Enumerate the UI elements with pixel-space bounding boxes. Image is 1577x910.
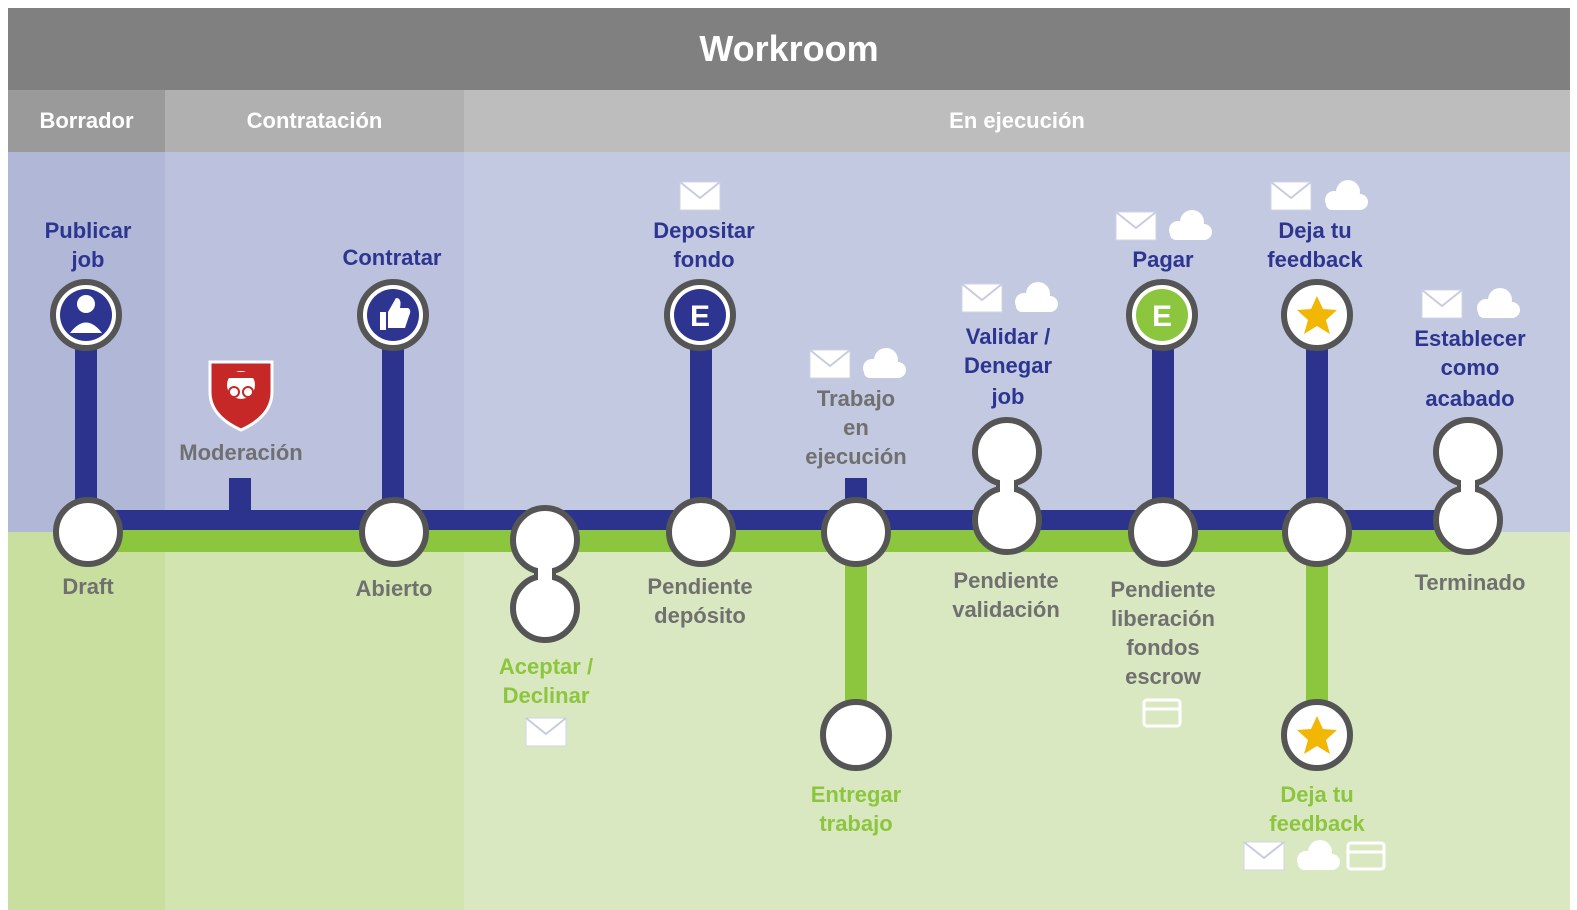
cloud-icon — [1169, 210, 1212, 240]
connector-moderacion — [229, 478, 251, 518]
band-bottom-borrador — [8, 532, 165, 910]
state-node-draft[interactable] — [53, 497, 123, 567]
state-node-abierto[interactable] — [359, 497, 429, 567]
label-moderacion: Moderación — [179, 440, 302, 465]
moderator-icon — [208, 360, 274, 432]
label-publicar-1: Publicar — [45, 218, 132, 243]
state-node-trabajo[interactable] — [821, 497, 891, 567]
label-establecer-2: como — [1441, 355, 1500, 380]
label-feedback-top-2: feedback — [1267, 247, 1363, 272]
phase-header-ejecucion: En ejecución — [464, 90, 1570, 152]
card-icon — [1346, 841, 1386, 871]
connector-feedback-bottom — [1306, 552, 1328, 722]
label-terminado: Terminado — [1415, 570, 1526, 595]
state-node-pendiente-deposito[interactable] — [666, 497, 736, 567]
label-feedback-top-1: Deja tu — [1278, 218, 1351, 243]
double-node-aceptar[interactable] — [510, 505, 580, 643]
user-icon[interactable] — [50, 279, 122, 351]
label-depositar-2: fondo — [673, 247, 734, 272]
label-pendiente-validacion-1: Pendiente — [953, 568, 1058, 593]
escrow-e-green-icon[interactable]: E — [1126, 279, 1198, 351]
label-entregar-2: trabajo — [819, 811, 892, 836]
label-pendiente-deposito-2: depósito — [654, 603, 746, 628]
label-publicar-2: job — [71, 247, 105, 272]
label-validar-2: Denegar — [964, 353, 1052, 378]
svg-text:E: E — [1152, 300, 1172, 333]
double-node-validar[interactable] — [972, 417, 1042, 555]
label-abierto: Abierto — [356, 576, 433, 601]
label-entregar-1: Entregar — [811, 782, 902, 807]
cloud-icon — [1297, 840, 1340, 870]
cloud-icon — [1477, 288, 1520, 318]
label-validar-1: Validar / — [966, 324, 1050, 349]
cloud-icon — [1015, 282, 1058, 312]
connector-pagar — [1152, 345, 1174, 515]
label-contratar: Contratar — [342, 245, 441, 270]
label-aceptar-2: Declinar — [503, 683, 590, 708]
phase-header-contratacion: Contratación — [165, 90, 464, 152]
label-feedback-bottom-1: Deja tu — [1280, 782, 1353, 807]
connector-contratar — [382, 345, 404, 515]
label-trabajo-2: en — [843, 415, 869, 440]
star-icon[interactable] — [820, 699, 892, 771]
label-pendiente-liberacion-3: fondos — [1126, 635, 1199, 660]
label-validar-3: job — [991, 384, 1025, 409]
star-icon[interactable] — [1281, 279, 1353, 351]
double-node-terminado[interactable] — [1433, 417, 1503, 555]
label-pendiente-liberacion-1: Pendiente — [1110, 577, 1215, 602]
connector-feedback-top — [1306, 345, 1328, 515]
connector-entregar — [845, 552, 867, 722]
label-pendiente-liberacion-4: escrow — [1125, 664, 1202, 689]
state-node-pendiente-liberacion[interactable] — [1128, 497, 1198, 567]
band-bottom-ejecucion — [464, 532, 1570, 910]
label-trabajo-1: Trabajo — [817, 386, 895, 411]
connector-depositar — [690, 345, 712, 515]
band-top-contratacion — [165, 152, 464, 532]
cloud-icon — [863, 348, 906, 378]
thumbs-up-icon[interactable] — [357, 279, 429, 351]
phase-header-borrador: Borrador — [8, 90, 165, 152]
label-pendiente-validacion-2: validación — [952, 597, 1060, 622]
escrow-e-icon[interactable]: E — [664, 279, 736, 351]
label-aceptar-1: Aceptar / — [499, 654, 593, 679]
star-icon[interactable] — [1281, 699, 1353, 771]
label-establecer-1: Establecer — [1414, 326, 1526, 351]
blue-track — [88, 510, 1470, 530]
label-feedback-bottom-2: feedback — [1269, 811, 1365, 836]
cloud-icon — [1325, 180, 1368, 210]
page-title: Workroom — [8, 8, 1570, 90]
connector-publicar — [75, 345, 97, 515]
label-pendiente-liberacion-2: liberación — [1111, 606, 1215, 631]
label-trabajo-3: ejecución — [805, 444, 906, 469]
label-pendiente-deposito-1: Pendiente — [647, 574, 752, 599]
label-depositar-1: Depositar — [653, 218, 755, 243]
label-pagar: Pagar — [1132, 247, 1194, 272]
label-establecer-3: acabado — [1425, 386, 1514, 411]
card-icon — [1142, 698, 1182, 728]
band-bottom-contratacion — [165, 532, 464, 910]
green-track — [88, 530, 1470, 552]
state-node-feedback[interactable] — [1282, 497, 1352, 567]
label-draft: Draft — [62, 574, 114, 599]
svg-text:E: E — [690, 300, 710, 333]
